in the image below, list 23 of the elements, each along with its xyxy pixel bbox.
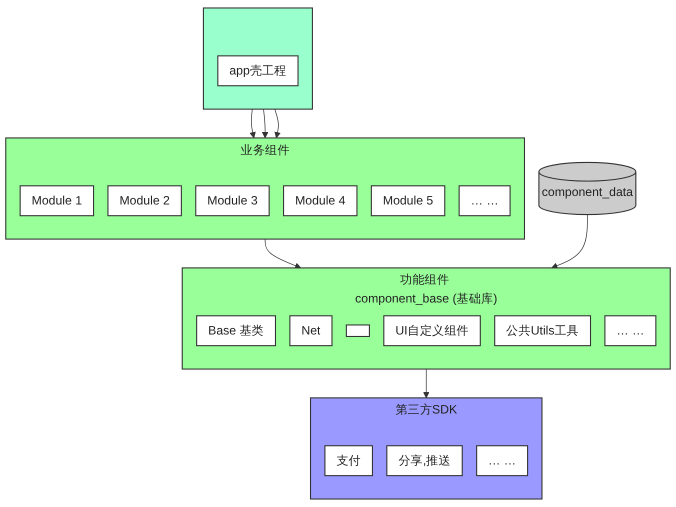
node-box: Module 3 — [195, 185, 270, 216]
cluster — [202, 7, 313, 110]
arrow — [264, 238, 302, 269]
node-box: … … — [476, 445, 528, 476]
node-box: Module 2 — [107, 185, 182, 216]
node-box: Module 4 — [283, 185, 358, 216]
arrow — [250, 108, 256, 138]
node-box: Net — [289, 315, 333, 346]
arrow — [551, 214, 588, 269]
node-box: 分享,推送 — [386, 445, 463, 476]
node-box: … … — [458, 185, 511, 216]
node-box: UI自定义组件 — [383, 315, 481, 346]
arrow — [423, 368, 430, 398]
node-box: 支付 — [324, 445, 373, 476]
node-box: 公共Utils工具 — [494, 315, 592, 346]
node-box — [346, 324, 370, 338]
node-box: Module 1 — [20, 185, 94, 216]
arrow — [274, 108, 281, 138]
node-box: Base 基类 — [196, 315, 276, 346]
node-box: Module 5 — [370, 185, 446, 216]
arrow — [262, 108, 268, 138]
node-box: … … — [604, 315, 656, 346]
node-box: app壳工程 — [217, 55, 299, 86]
